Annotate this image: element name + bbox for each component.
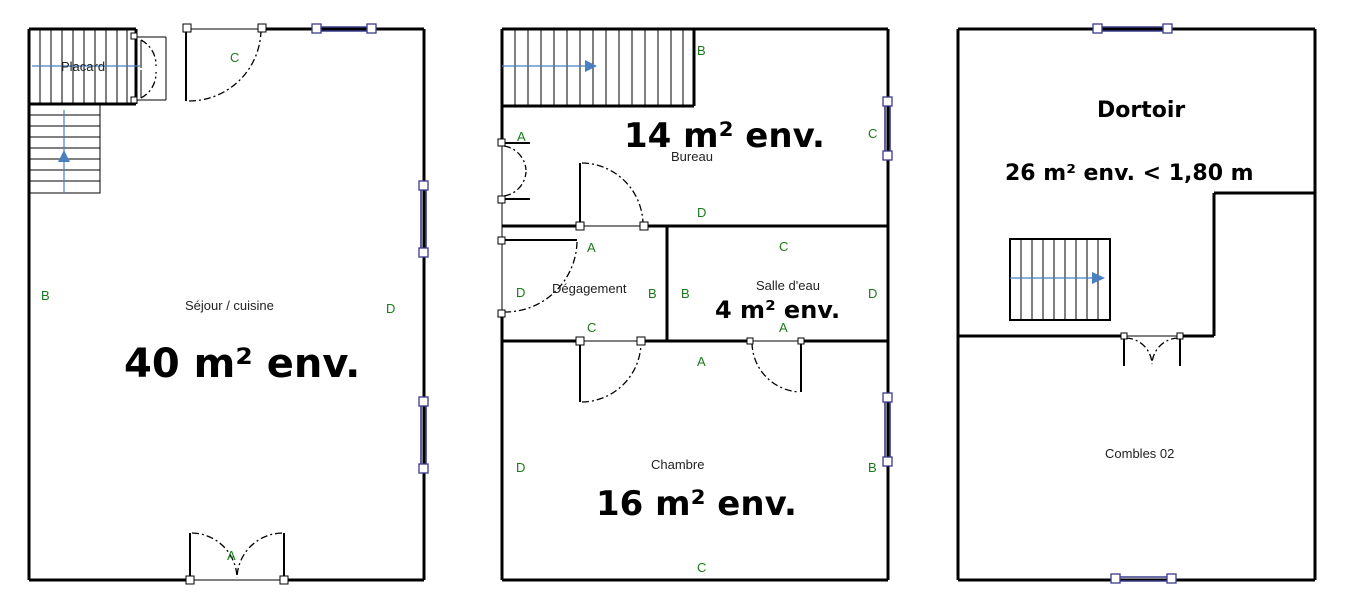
- wall-label-a: A: [697, 354, 706, 369]
- floor-2-plan: B A C D 14 m² env. Bureau A D Dégagement…: [497, 27, 893, 582]
- room-area-chambre: 16 m² env.: [596, 484, 797, 524]
- placard-label: Placard: [61, 59, 105, 74]
- wall-label-d: D: [516, 285, 525, 300]
- wall-label-c: C: [587, 320, 596, 335]
- room-name-degagement: Dégagement: [552, 281, 627, 296]
- wall-label-b: B: [868, 460, 877, 475]
- room-area-salle-eau: 4 m² env.: [715, 296, 840, 324]
- door: [497, 236, 578, 318]
- stair-arrow-icon: [1092, 272, 1105, 284]
- wall-label-d: D: [868, 286, 877, 301]
- room-name-bureau: Bureau: [671, 149, 713, 164]
- window: [882, 392, 893, 467]
- floor-3-plan: Dortoir 26 m² env. < 1,80 m Combles 02: [956, 23, 1317, 584]
- window: [418, 180, 429, 258]
- wall-label-c: C: [230, 50, 239, 65]
- room-area-dortoir: 26 m² env. < 1,80 m: [1005, 161, 1254, 186]
- wall-label-a: A: [779, 320, 788, 335]
- wall-label-d: D: [516, 460, 525, 475]
- stair-arrow-icon: [58, 150, 70, 162]
- staircase: [502, 29, 696, 108]
- wall-label-d: D: [697, 205, 706, 220]
- window: [1110, 573, 1177, 584]
- door: [575, 162, 649, 231]
- window: [311, 23, 377, 34]
- door: [1120, 332, 1184, 366]
- room-name-combles: Combles 02: [1105, 446, 1174, 461]
- staircase-lower: [28, 103, 101, 194]
- wall-label-a: A: [517, 129, 526, 144]
- entrance-door: [185, 532, 289, 585]
- door-top: [182, 23, 267, 102]
- wall-label-a: A: [587, 240, 596, 255]
- floor-1-plan: Placard: [27, 23, 429, 585]
- closet-door: [497, 138, 530, 313]
- wall-label-b: B: [697, 43, 706, 58]
- room-name-dortoir: Dortoir: [1097, 98, 1185, 123]
- room-name-salle-eau: Salle d'eau: [756, 278, 820, 293]
- window: [882, 96, 893, 161]
- room-name-chambre: Chambre: [651, 457, 704, 472]
- wall-label-c: C: [868, 126, 877, 141]
- wall-label-c: C: [779, 239, 788, 254]
- staircase: [1009, 238, 1111, 321]
- door: [575, 336, 646, 403]
- wall-label-b: B: [681, 286, 690, 301]
- wall-label-b: B: [41, 288, 50, 303]
- wall-label-b: B: [648, 286, 657, 301]
- wall-label-a: A: [227, 548, 236, 563]
- wall-label-c: C: [697, 560, 706, 575]
- window: [1092, 23, 1173, 34]
- room-area-sejour: 40 m² env.: [124, 341, 360, 387]
- window: [418, 396, 429, 474]
- room-area-bureau: 14 m² env.: [624, 116, 825, 156]
- room-name-sejour: Séjour / cuisine: [185, 298, 274, 313]
- stair-arrow-icon: [585, 60, 597, 72]
- door: [746, 337, 805, 393]
- staircase-upper: [32, 29, 140, 104]
- placard-door: [130, 32, 167, 104]
- wall-label-d: D: [386, 301, 395, 316]
